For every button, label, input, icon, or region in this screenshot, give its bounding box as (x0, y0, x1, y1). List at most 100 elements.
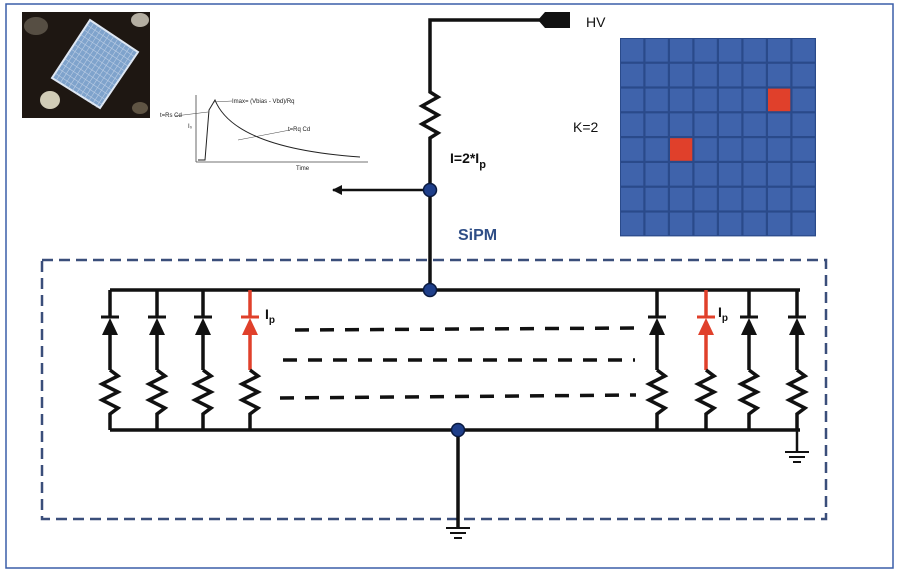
pixel-cell (670, 88, 693, 112)
pixel-cell (645, 88, 668, 112)
pixel-cell (768, 212, 791, 236)
ip-label-left: Ip (265, 306, 275, 326)
spad-diode (698, 318, 714, 335)
pixel-cell (694, 88, 717, 112)
pixel-cell (621, 113, 644, 136)
microcell-fired (694, 290, 718, 430)
pixel-cell (645, 39, 668, 62)
pixel-cell (743, 212, 766, 236)
pixel-cell (768, 138, 791, 161)
k-value-label: K=2 (573, 119, 599, 135)
pixel-cell (621, 187, 644, 211)
spad-diode (195, 318, 211, 335)
pulse-y-label: I₀ (188, 124, 193, 130)
pixel-cell (694, 39, 717, 62)
pixel-cell (645, 138, 668, 161)
quench-resistor-main (418, 88, 442, 142)
pixel-cell (743, 163, 766, 186)
pixel-cell (743, 63, 766, 87)
microcell (737, 290, 761, 430)
pixel-map (620, 38, 816, 237)
pixel-cell (792, 88, 815, 112)
microcell-array (98, 288, 809, 432)
ground-main (446, 430, 470, 539)
pixel-cell (645, 212, 668, 236)
quench-resistor (238, 368, 262, 430)
pulse-shape-plot: Imax= (Vbias - Vbd)/Rq t=Rs Cd t=Rq Cd I… (160, 95, 368, 172)
pixel-cell (768, 39, 791, 62)
pixel-cell (621, 88, 644, 112)
pixel-cell (743, 138, 766, 161)
hv-label: HV (586, 14, 606, 30)
pixel-cell (621, 138, 644, 161)
pixel-cell (768, 63, 791, 87)
pixel-cell (743, 88, 766, 112)
microcell (785, 290, 809, 430)
pixel-cell (792, 138, 815, 161)
omitted-cells-dash (279, 393, 637, 400)
pulse-x-label: Time (296, 166, 310, 172)
omitted-cells-dash (294, 326, 641, 332)
pixel-cell (694, 113, 717, 136)
pixel-cell (768, 163, 791, 186)
pixel-cell (719, 63, 742, 87)
pixel-cell (792, 163, 815, 186)
spad-diode (242, 318, 258, 335)
pixel-cell (694, 187, 717, 211)
spad-diode (741, 318, 757, 335)
sipm-label: SiPM (458, 227, 497, 244)
pixel-cell (694, 63, 717, 87)
hv-feed: HV I=2*Ip SiPM (332, 12, 606, 290)
quench-resistor (98, 368, 122, 430)
bias-node (422, 282, 438, 298)
pixel-cell (694, 138, 717, 161)
spad-diode (149, 318, 165, 335)
pulse-rise-label: t=Rs Cd (160, 113, 182, 119)
pixel-cell (670, 39, 693, 62)
pixel-cell (621, 212, 644, 236)
pixel-cell (743, 187, 766, 211)
microcell (98, 290, 122, 430)
pixel-cell (670, 187, 693, 211)
microcell (145, 290, 169, 430)
pixel-cell (719, 212, 742, 236)
pulse-fall-label: t=Rq Cd (288, 127, 310, 133)
pixel-cell (792, 187, 815, 211)
pixel-cell (719, 163, 742, 186)
quench-resistor (191, 368, 215, 430)
spad-diode (102, 318, 118, 335)
pixel-cell (719, 187, 742, 211)
ground-node (450, 422, 466, 438)
pixel-cell (645, 63, 668, 87)
spad-diode (789, 318, 805, 335)
pulse-curve (198, 98, 361, 161)
pixel-cell (670, 113, 693, 136)
sipm-photo (22, 12, 150, 118)
quench-resistor (785, 368, 809, 430)
pixel-cell (621, 39, 644, 62)
pixel-cell (621, 163, 644, 186)
pixel-cell (719, 39, 742, 62)
pixel-cell (645, 113, 668, 136)
output-node (422, 182, 438, 198)
pixel-cell (792, 39, 815, 62)
pixel-cell (792, 212, 815, 236)
pixel-cell (768, 187, 791, 211)
pixel-cell (621, 63, 644, 87)
pulse-imax-label: Imax= (Vbias - Vbd)/Rq (232, 99, 295, 105)
pixel-cell (719, 113, 742, 136)
pixel-fired (670, 138, 693, 161)
pixel-cell (670, 212, 693, 236)
pixel-cell (792, 63, 815, 87)
pixel-cell (719, 138, 742, 161)
quench-resistor (737, 368, 761, 430)
sipm-dashed-box (40, 258, 828, 521)
pixel-cell (694, 163, 717, 186)
quench-resistor (694, 368, 718, 430)
microcell (191, 290, 215, 430)
outer-frame (5, 3, 894, 569)
pixel-cell (645, 187, 668, 211)
pixel-cell (743, 39, 766, 62)
